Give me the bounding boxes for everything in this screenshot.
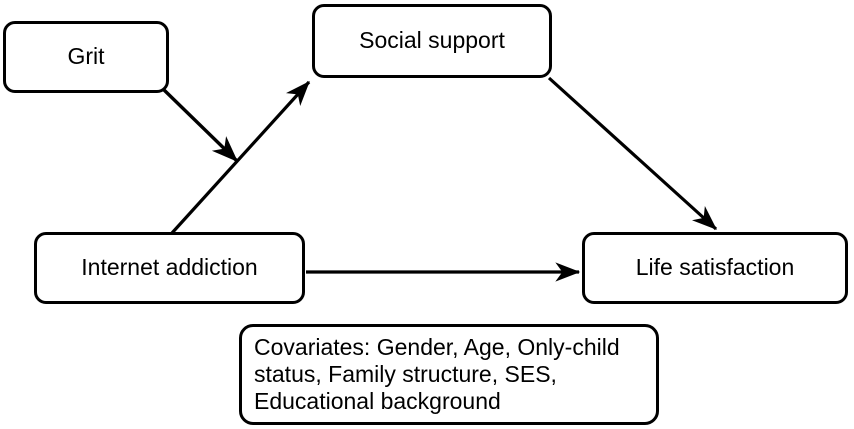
node-life-satisfaction[interactable]: Life satisfaction <box>582 232 848 304</box>
node-covariates[interactable]: Covariates: Gender, Age, Only-child stat… <box>239 324 659 425</box>
node-internet-addiction[interactable]: Internet addiction <box>34 232 305 304</box>
node-social-support-label: Social support <box>359 27 505 54</box>
edge-social-support-to-life-satisfaction <box>547 76 718 231</box>
node-life-satisfaction-label: Life satisfaction <box>635 254 795 281</box>
node-social-support[interactable]: Social support <box>312 4 552 78</box>
node-internet-addiction-label: Internet addiction <box>81 254 258 281</box>
node-covariates-label: Covariates: Gender, Age, Only-child stat… <box>254 333 620 415</box>
node-grit-label: Grit <box>67 43 105 70</box>
node-grit[interactable]: Grit <box>3 21 169 93</box>
edge-internet-addiction-to-social-support <box>170 80 311 235</box>
edge-grit-to-path-moderation <box>160 86 239 163</box>
